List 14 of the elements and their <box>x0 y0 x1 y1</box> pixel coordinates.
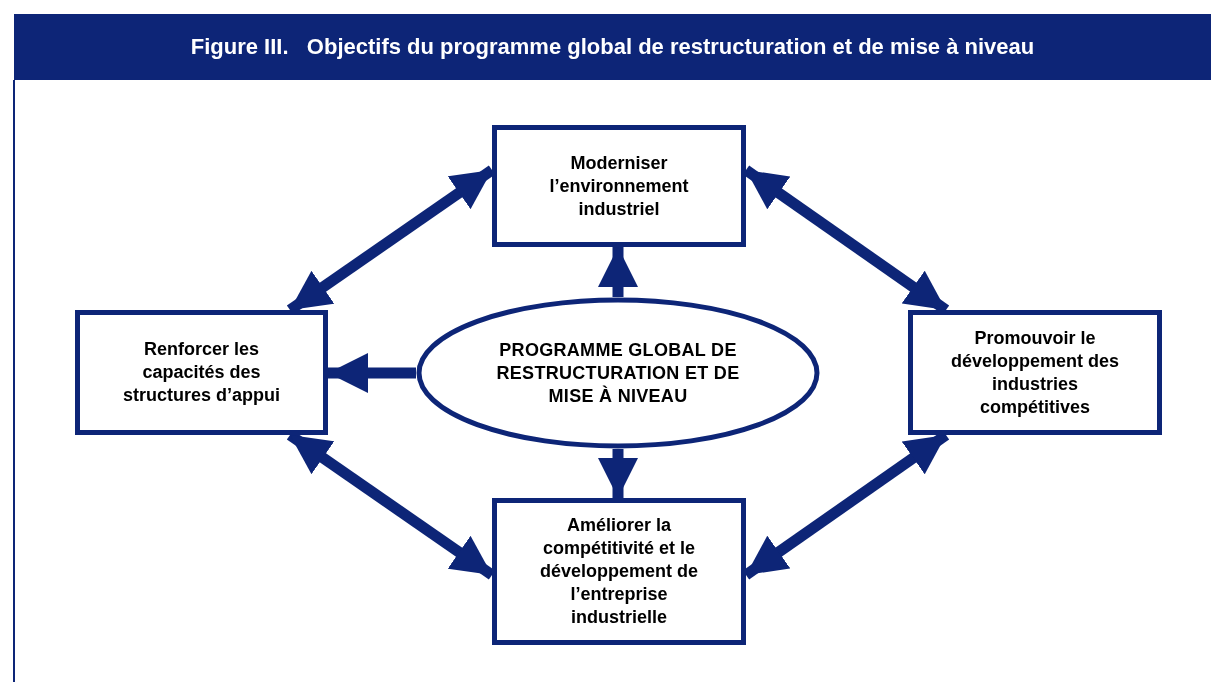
node-label: PROGRAMME GLOBAL DE RESTRUCTURATION ET DE MISE À NIVEAU <box>495 338 741 408</box>
arrow <box>598 449 638 498</box>
node-label: Promouvoir le développement des industries compétitives <box>949 326 1120 419</box>
program-ellipse <box>416 297 820 449</box>
node-label: Moderniser l’environnement industriel <box>548 151 690 221</box>
objective-box <box>492 498 746 645</box>
figure-title: Figure III. Objectifs du programme global de restructuration et de mise à niveau <box>14 14 1211 80</box>
node-label: Améliorer la compétitivité et le développement de l’entreprise industrielle <box>538 514 699 629</box>
objective-box <box>75 310 328 435</box>
arrow <box>328 353 416 393</box>
objective-box <box>908 310 1162 435</box>
arrow <box>598 247 638 297</box>
objective-box <box>492 125 746 247</box>
node-label: Renforcer les capacités des structures d’appui <box>122 338 281 407</box>
